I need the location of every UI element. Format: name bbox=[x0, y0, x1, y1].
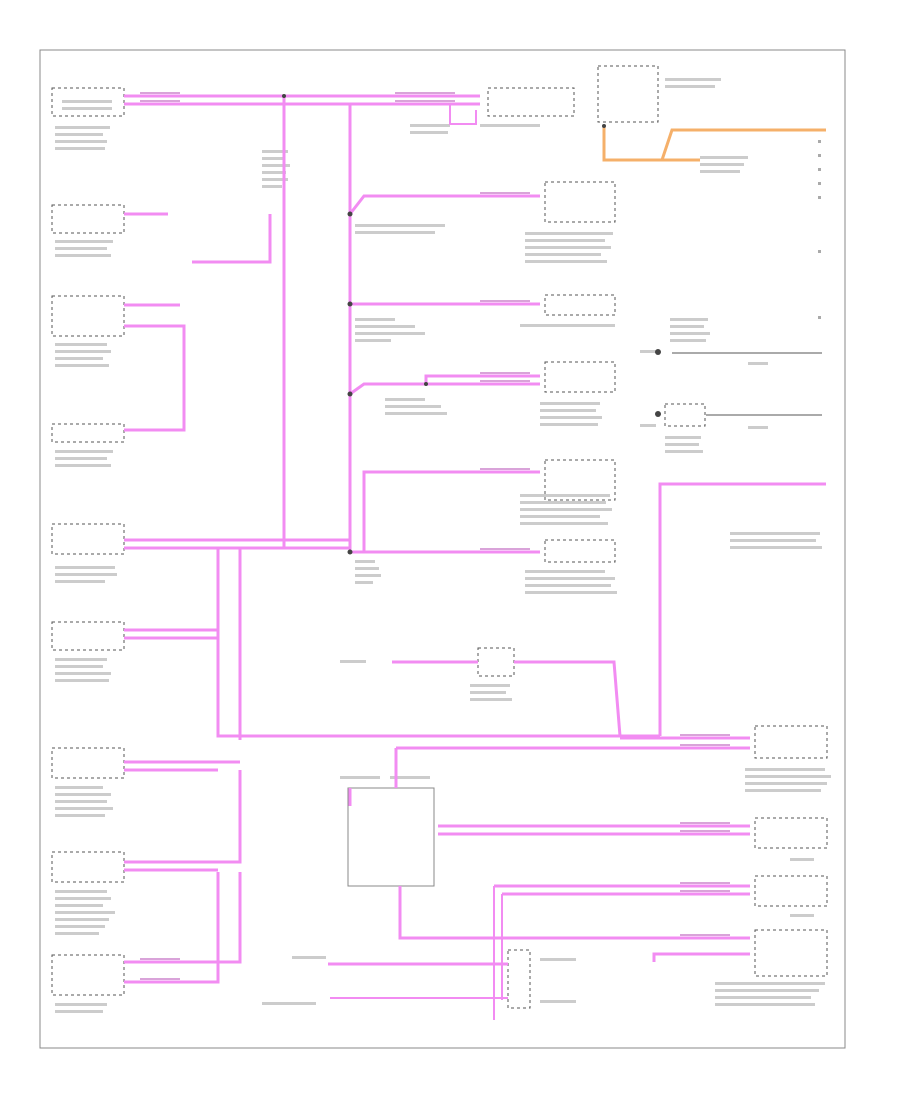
module-right-3 bbox=[540, 361, 616, 426]
module-left-6 bbox=[51, 621, 125, 682]
module-left-5 bbox=[51, 523, 125, 583]
module-right-8 bbox=[754, 875, 828, 917]
module-right-7 bbox=[754, 817, 828, 861]
module-left-4 bbox=[51, 423, 125, 467]
center-splice-pack bbox=[340, 647, 515, 701]
module-left-2 bbox=[51, 204, 125, 257]
right-edge-pins bbox=[818, 140, 821, 319]
signal-wires bbox=[124, 94, 826, 1020]
diagram-border bbox=[39, 49, 846, 1049]
module-left-9 bbox=[51, 954, 125, 1013]
module-right-4 bbox=[520, 459, 616, 525]
module-right-6 bbox=[745, 725, 831, 792]
module-top-left bbox=[51, 87, 125, 150]
module-left-3 bbox=[51, 295, 125, 367]
module-left-8 bbox=[51, 851, 125, 935]
module-right-ground-2 bbox=[640, 403, 822, 453]
module-right-ground-1 bbox=[640, 318, 822, 365]
center-label-blocks bbox=[262, 124, 450, 584]
module-right-text-block bbox=[730, 532, 822, 549]
bottom-center-labels bbox=[262, 949, 576, 1009]
wire-label-ticks bbox=[140, 92, 730, 980]
module-right-2 bbox=[520, 294, 616, 327]
center-connector-box bbox=[340, 776, 435, 887]
module-right-1 bbox=[525, 181, 616, 263]
module-right-9 bbox=[715, 929, 828, 1006]
power-wires bbox=[602, 126, 826, 162]
module-far-right-top bbox=[597, 65, 748, 173]
module-top-center bbox=[480, 87, 575, 127]
module-right-5 bbox=[525, 539, 617, 594]
module-left-7 bbox=[51, 747, 125, 817]
splice-points bbox=[282, 94, 606, 555]
